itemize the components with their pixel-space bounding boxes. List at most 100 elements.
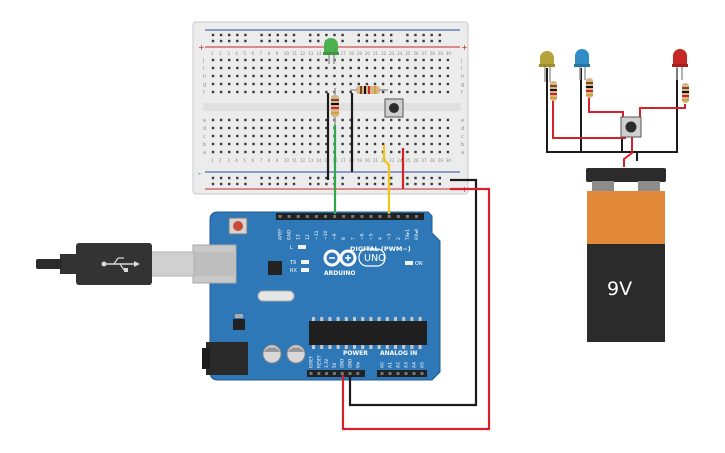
digital-pin-8: 7 [350, 237, 356, 240]
wire-red-button-to-battery[interactable] [623, 135, 633, 167]
digital-pin-7: 8 [341, 237, 347, 240]
col-label-18: 18 [349, 51, 355, 56]
col-label-14: 14 [316, 51, 322, 56]
led-tx-label: TX [289, 260, 297, 266]
col-label-5: 5 [243, 51, 246, 56]
col-label-4: 4 [235, 51, 238, 56]
crystal-oscillator [257, 290, 295, 302]
col-label-8: 8 [268, 51, 271, 56]
led-rx [301, 268, 309, 272]
col-label-11-bottom: 11 [292, 158, 298, 163]
battery-9v[interactable]: 9V [586, 168, 666, 342]
wire-red-resistor-blue[interactable] [588, 98, 624, 120]
resistor-yellow-led[interactable] [550, 81, 557, 101]
row-label-h: h [203, 74, 206, 80]
rail-plus-label-right: + [461, 43, 468, 52]
analog-header[interactable] [377, 370, 427, 377]
digital-pin-5: ~10 [323, 230, 329, 240]
col-label-19: 19 [357, 51, 363, 56]
col-label-17-bottom: 17 [341, 158, 347, 163]
row-label-b-right: b [461, 142, 464, 148]
wire-red-resistor-yellow[interactable] [552, 100, 626, 139]
yellow-led[interactable] [539, 51, 555, 82]
row-label-i-right: i [461, 66, 462, 72]
power-pin-4: GND [340, 359, 345, 368]
col-label-1: 1 [211, 51, 214, 56]
wire-black-gnd[interactable] [348, 178, 478, 407]
col-label-27-bottom: 27 [422, 158, 428, 163]
analog-pin-3: A3 [404, 362, 410, 368]
resistor-blue-led[interactable] [586, 78, 593, 98]
col-label-26-bottom: 26 [414, 158, 420, 163]
col-label-3: 3 [227, 51, 230, 56]
green-led[interactable] [323, 38, 339, 64]
col-label-2: 2 [219, 51, 222, 56]
analog-label: ANALOG IN [380, 350, 417, 357]
usb-icon [101, 257, 140, 272]
led-tx [301, 260, 309, 264]
usb-cable[interactable] [36, 243, 195, 285]
breadboard-resistor-horizontal[interactable] [350, 86, 388, 94]
col-label-6: 6 [252, 51, 255, 56]
digital-pin-1: GND [287, 229, 293, 240]
resistor-red-led[interactable] [682, 83, 689, 103]
digital-header[interactable] [276, 213, 424, 220]
rail-plus-label: + [198, 43, 205, 52]
col-label-10: 10 [284, 51, 290, 56]
breadboard-resistor-vertical[interactable] [331, 88, 339, 125]
wire-black-button[interactable] [621, 138, 637, 153]
col-label-6-bottom: 6 [252, 158, 255, 163]
uno-badge: UNO [364, 253, 386, 264]
col-label-1-bottom: 1 [211, 158, 214, 163]
digital-pin-14: TX▸1 [405, 229, 411, 241]
row-label-d: d [203, 126, 206, 132]
blue-led[interactable] [574, 49, 590, 80]
col-label-29: 29 [438, 51, 444, 56]
col-label-30-bottom: 30 [446, 158, 452, 163]
led-l-label: L [290, 245, 293, 251]
col-label-7: 7 [260, 51, 263, 56]
wire-yellow-to-d5[interactable] [382, 145, 391, 214]
col-label-11: 11 [292, 51, 298, 56]
voltage-regulator [233, 319, 245, 330]
row-label-g-right: g [461, 82, 464, 88]
col-label-9-bottom: 9 [276, 158, 279, 163]
atmega-chip [309, 317, 427, 349]
col-label-7-bottom: 7 [260, 158, 263, 163]
row-label-d-right: d [461, 126, 464, 132]
led-on-label: ON [415, 261, 423, 267]
col-label-10-bottom: 10 [284, 158, 290, 163]
wire-black-red-led[interactable] [637, 68, 678, 153]
row-label-c-right: c [461, 134, 464, 140]
col-label-2-bottom: 2 [219, 158, 222, 163]
pushbutton[interactable] [620, 116, 642, 138]
red-led[interactable] [672, 49, 688, 80]
power-header[interactable] [307, 370, 365, 377]
digital-pin-2: 13 [296, 234, 302, 240]
col-label-12: 12 [300, 51, 306, 56]
small-chip [268, 261, 282, 275]
wire-red-resistor-red[interactable] [639, 104, 686, 120]
breadboard-pushbutton[interactable] [384, 98, 404, 118]
digital-label: DIGITAL (PWM~) [350, 245, 411, 253]
row-label-b: b [203, 142, 206, 148]
power-pin-5: GND [348, 359, 353, 368]
power-jack[interactable] [202, 342, 248, 375]
usb-b-connector[interactable] [192, 244, 237, 284]
col-label-13-bottom: 13 [308, 158, 314, 163]
col-label-30: 30 [446, 51, 452, 56]
power-pin-1: RESET [316, 355, 321, 368]
wire-black-yellow-led[interactable] [546, 68, 638, 161]
digital-pin-4: ~11 [314, 230, 320, 240]
col-label-19-bottom: 19 [357, 158, 363, 163]
col-label-22: 22 [381, 51, 387, 56]
digital-pin-0: AREF [278, 228, 284, 240]
power-pin-6: Vin [355, 361, 360, 368]
wire-red-5v[interactable] [341, 187, 491, 431]
row-label-j-right: j [460, 58, 462, 64]
